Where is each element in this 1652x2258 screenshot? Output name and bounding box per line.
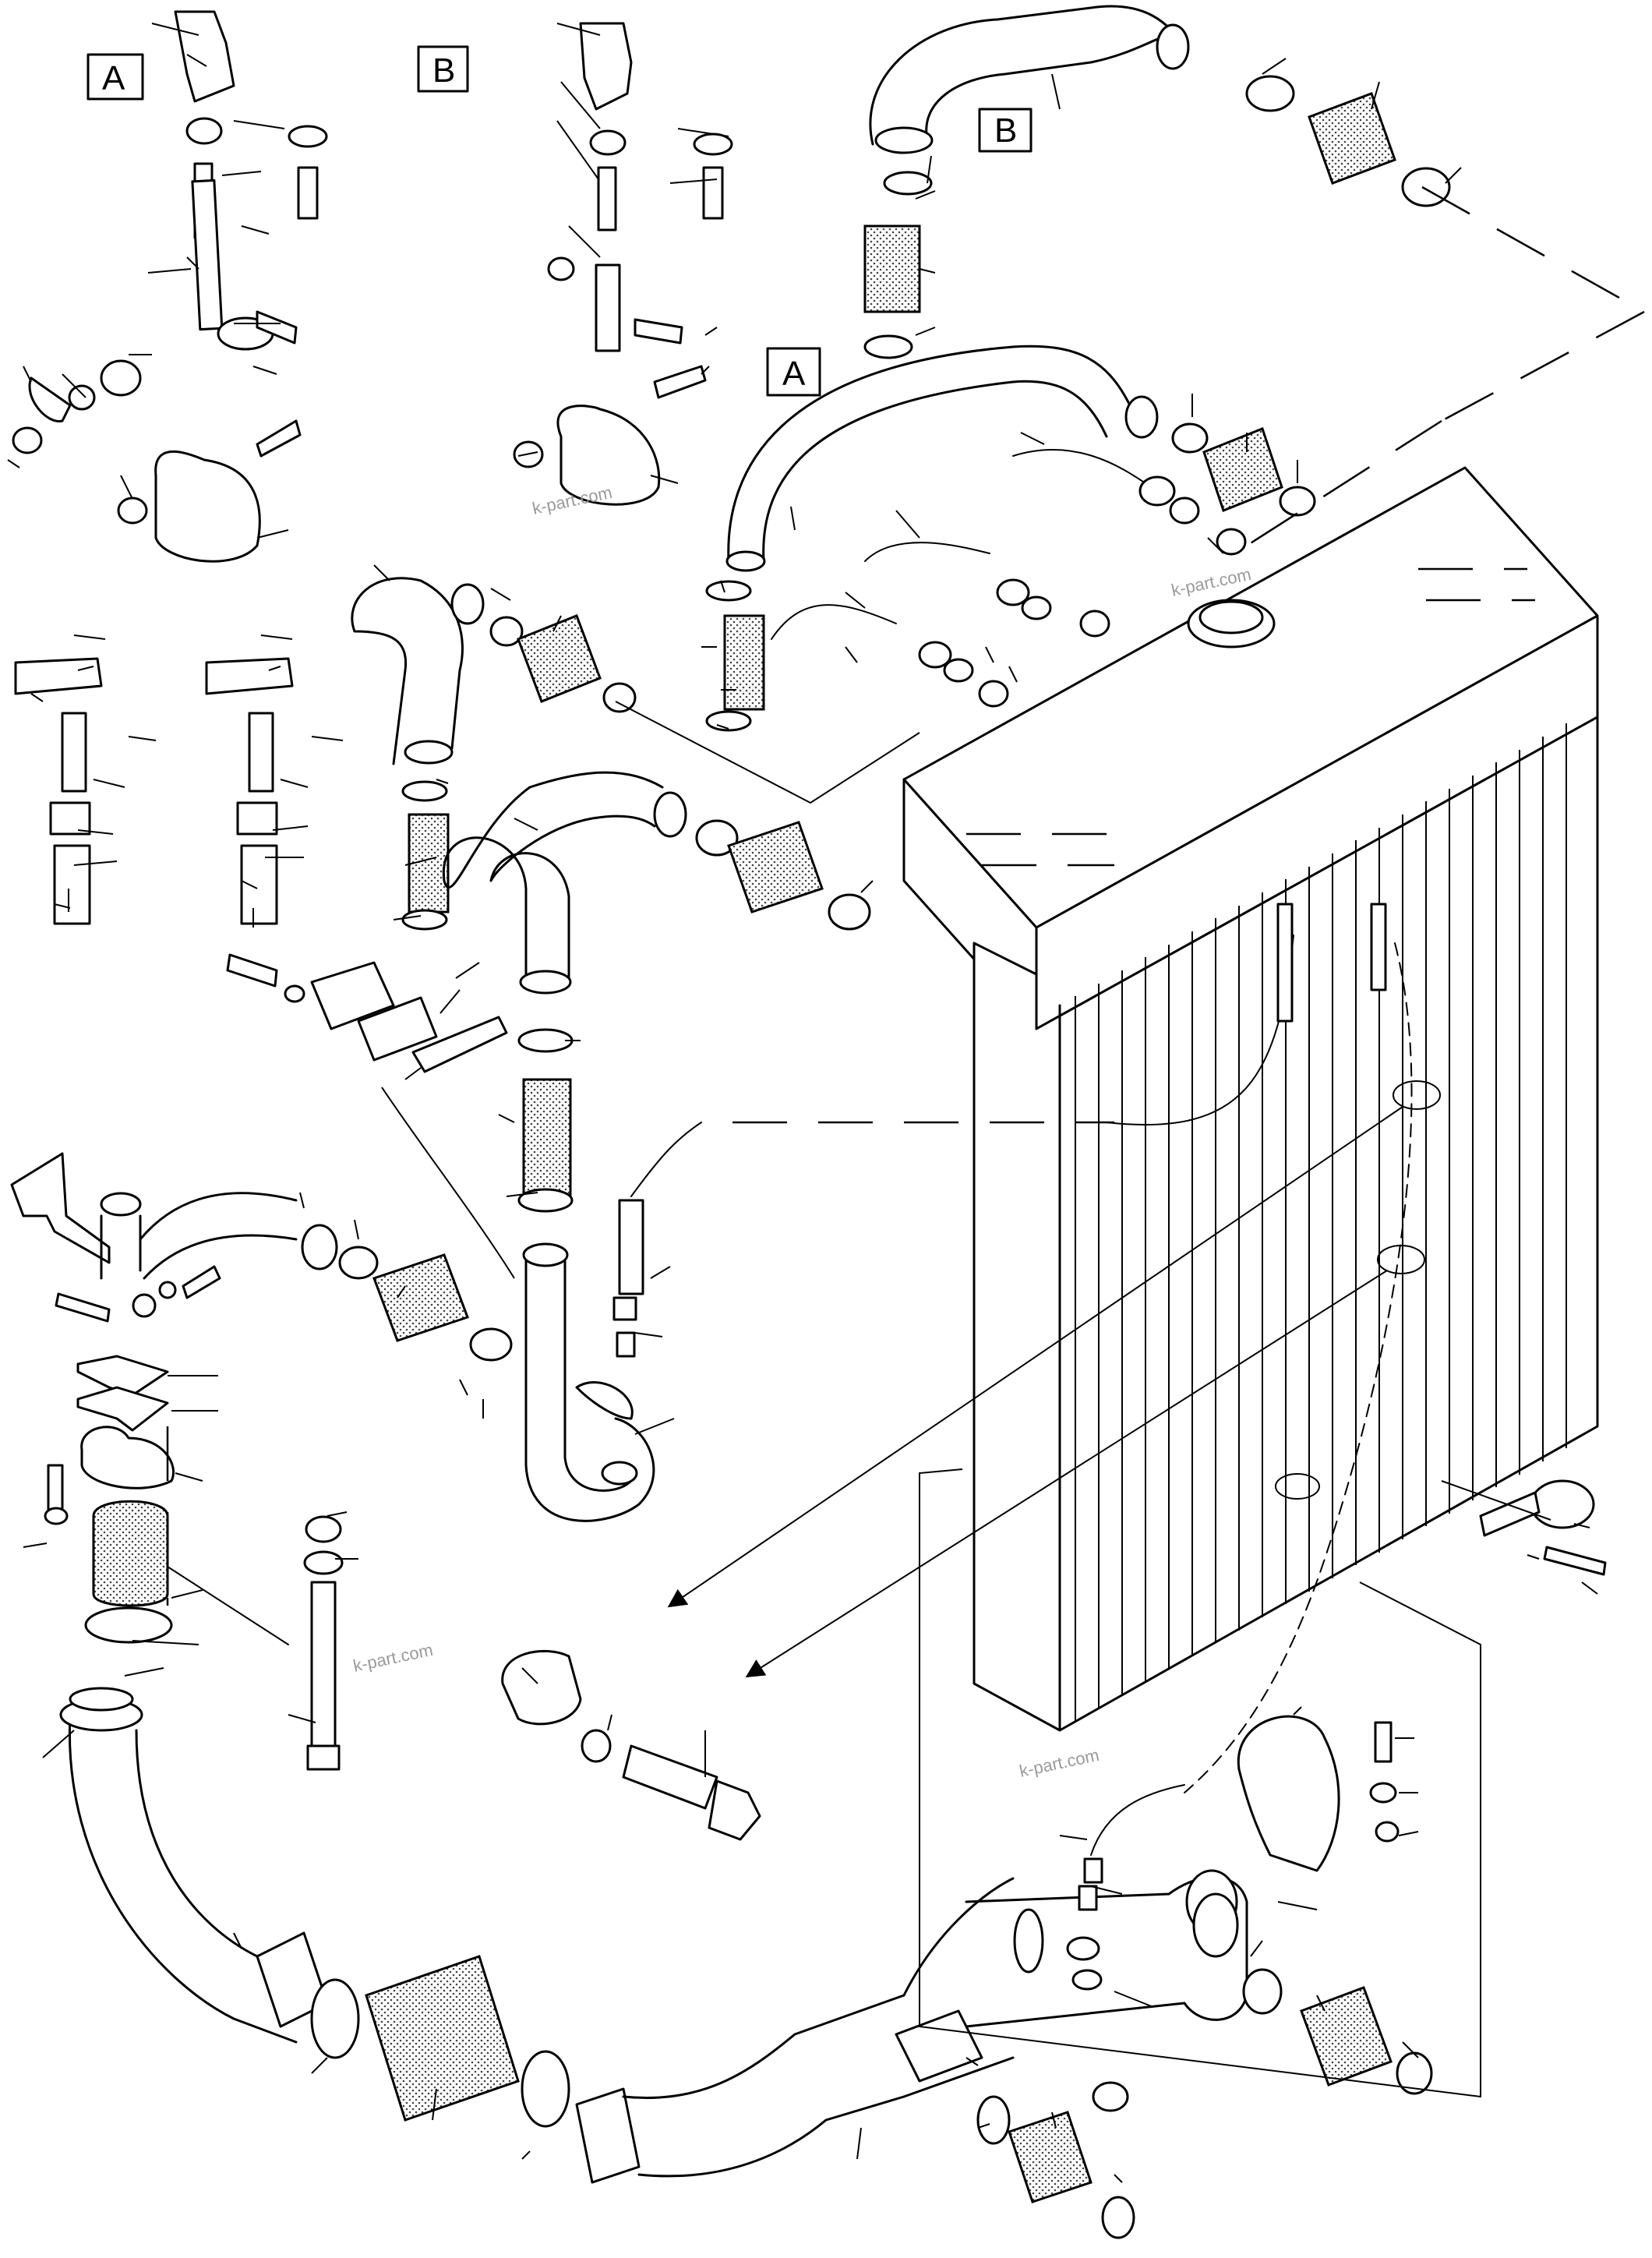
upper-pipe-a: A xyxy=(705,345,1316,732)
lower-left-stack xyxy=(44,1355,289,1645)
detail-b-hose-label: B xyxy=(994,111,1017,150)
upper-hose-b: B xyxy=(863,5,1451,359)
bleed-hoses xyxy=(771,449,1247,708)
right-pipe-clip xyxy=(1479,1479,1607,1576)
radiator xyxy=(902,466,1599,1793)
lower-manifold xyxy=(965,1715,1433,2112)
middle-pipe-assembly xyxy=(442,771,871,1213)
mounting-bolt-set xyxy=(501,1650,761,1841)
temperature-sensors xyxy=(14,657,294,925)
detail-a-top-left-label: A xyxy=(102,59,125,97)
detail-b-hose-box xyxy=(978,108,1032,153)
detail-a-pipe-box xyxy=(766,347,821,397)
radiator-filler-cap xyxy=(1187,599,1276,648)
detail-a-pipe-label: A xyxy=(782,355,806,393)
detail-a-assembly: A xyxy=(12,10,328,563)
detail-b-top-label: B xyxy=(432,51,455,90)
vertical-pipe-sensor xyxy=(522,1122,702,1522)
radiator-fins xyxy=(1075,723,1567,1721)
watermark: k-part.com xyxy=(1018,1745,1101,1781)
detail-b-assembly: B xyxy=(417,22,733,506)
side-bracket-pipe xyxy=(10,1152,513,1362)
phantom-lines xyxy=(166,186,1645,2098)
detail-a-top-left-box xyxy=(86,53,144,101)
lower-main-pipe xyxy=(59,1687,1135,2239)
detail-b-top-box xyxy=(417,45,469,93)
assembly-arrows xyxy=(667,1106,1403,1678)
watermark: k-part.com xyxy=(351,1640,435,1676)
long-bolt xyxy=(303,1515,344,1771)
leader-lines xyxy=(7,23,1598,2183)
clamp-block xyxy=(226,953,508,1073)
